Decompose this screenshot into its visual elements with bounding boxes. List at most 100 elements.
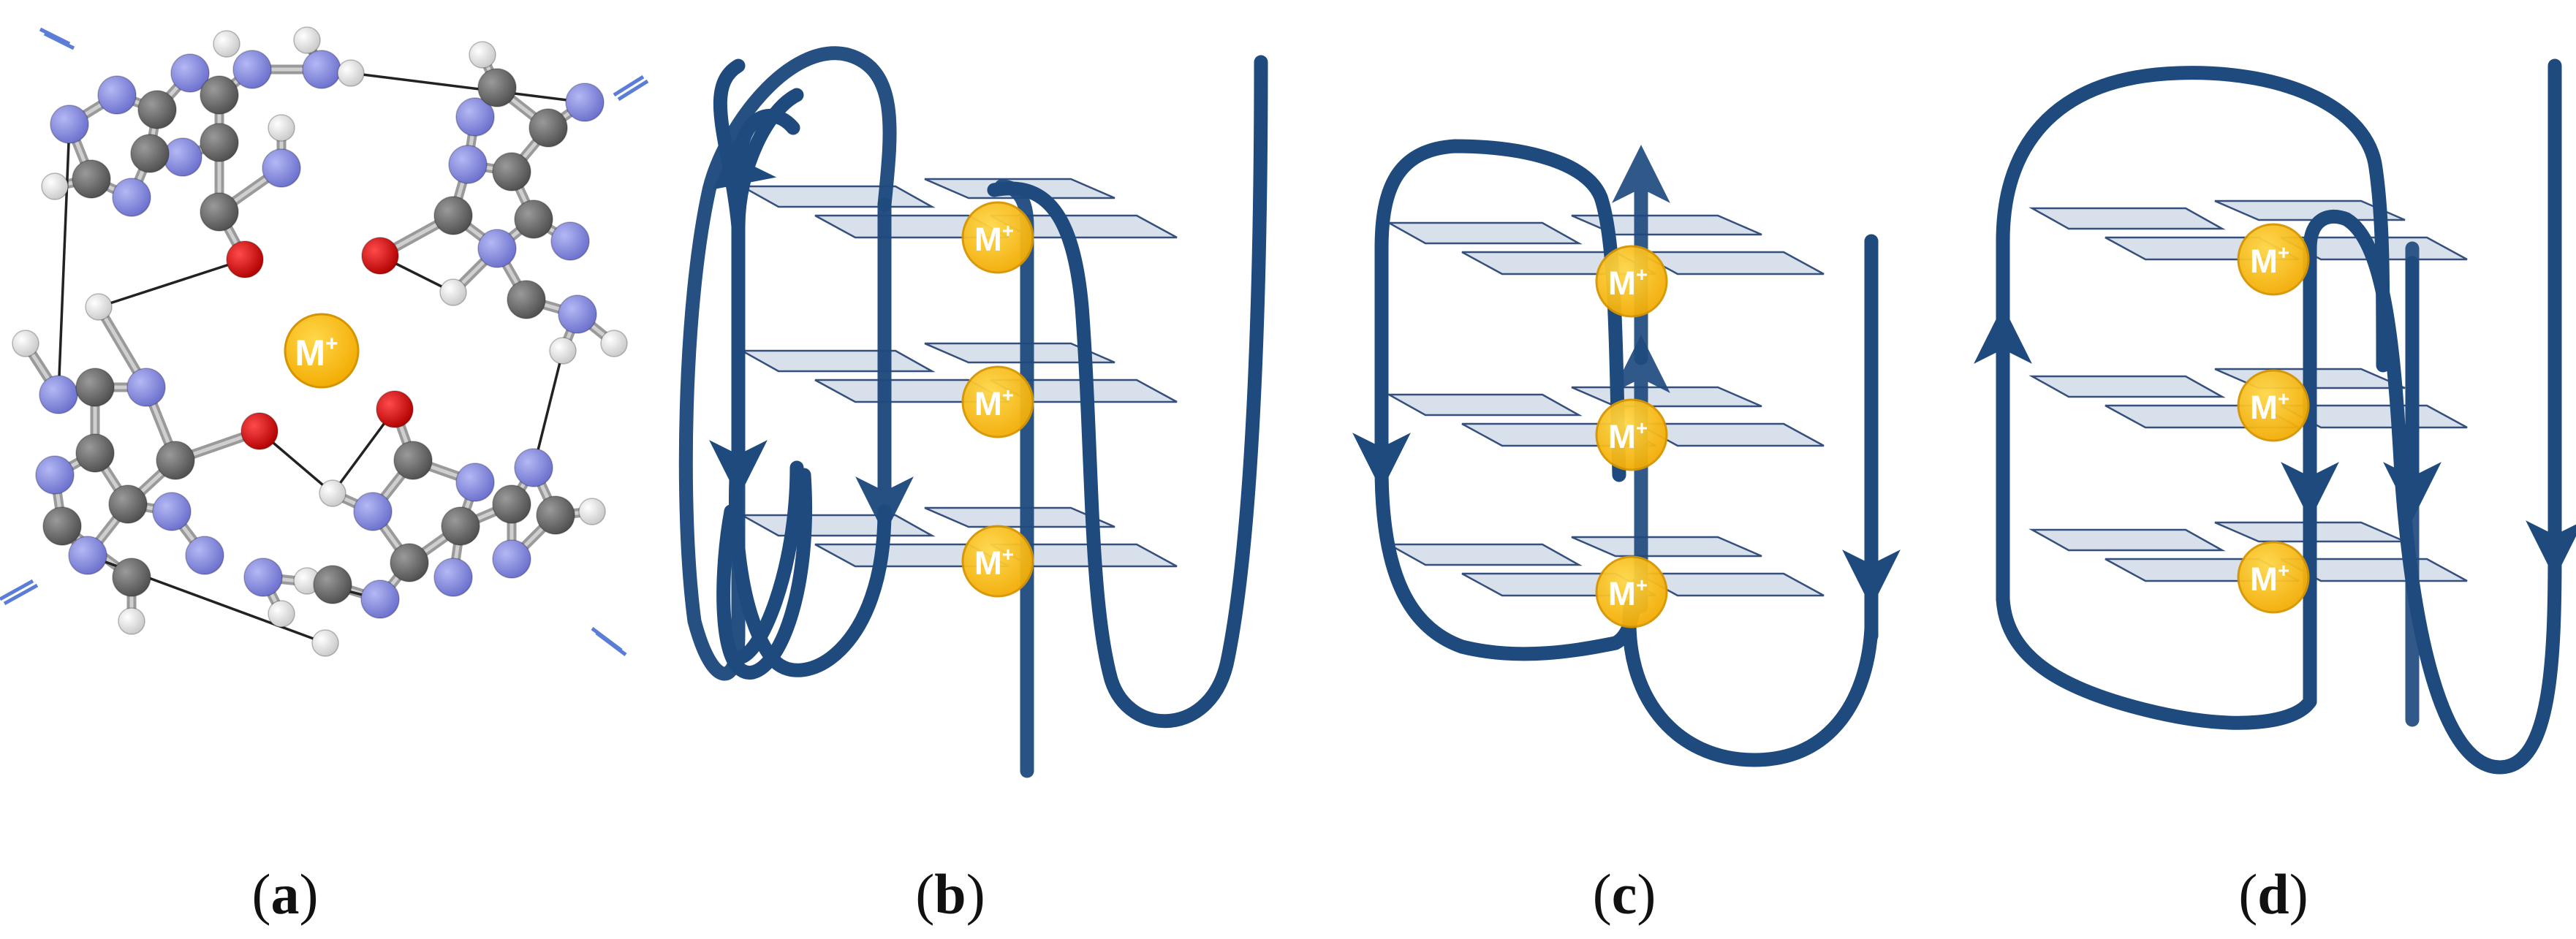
ion: M+: [2237, 223, 2310, 296]
ions: M+ M+ M+: [1595, 245, 1668, 628]
nitrogen-atom: [455, 463, 495, 502]
ion-label-sup: +: [325, 332, 338, 356]
strand: [1974, 58, 2576, 775]
ions: M+M+M+: [961, 201, 1034, 598]
strand: [686, 53, 1261, 771]
carbon-atom: [75, 433, 115, 473]
ion: M+: [2237, 369, 2310, 442]
carbon-atom: [137, 90, 177, 129]
nitrogen-atom: [353, 492, 393, 531]
nitrogen-atom: [262, 148, 301, 188]
carbon-atom: [529, 108, 568, 148]
carbon-atom: [393, 441, 433, 480]
tetrad-plane: [2028, 528, 2226, 552]
nitrogen-atom: [477, 229, 517, 268]
panel-c-quadruplex: M+ M+ M+: [1352, 139, 1901, 767]
hydrogen-atom: [41, 172, 69, 200]
nitrogen-atom: [50, 104, 89, 144]
backbone-stubs: [0, 27, 649, 656]
carbon-atom: [75, 368, 115, 407]
nitrogen-atom: [126, 368, 166, 407]
hydrogen-atom: [268, 114, 295, 142]
svg-text:M+: M+: [2250, 387, 2289, 426]
oxygen-atom: [361, 237, 399, 275]
svg-text:M+: M+: [974, 384, 1014, 422]
nitrogen-atom: [163, 137, 202, 177]
caption-d: (d): [2238, 862, 2308, 926]
oxygen-atom: [226, 240, 264, 278]
strand-1: [678, 46, 897, 681]
nitrogen-atom: [448, 145, 488, 184]
tetrad-plane: [1385, 221, 1583, 245]
nitrogen-atom: [455, 97, 495, 137]
tetrad-plane: [2028, 207, 2226, 230]
captions: (a) (b) (c) (d): [252, 862, 2308, 926]
carbon-atom: [313, 565, 352, 604]
hydrogen-atom: [85, 293, 113, 321]
carbon-atom: [200, 192, 239, 232]
tetrad-plane: [2028, 375, 2226, 398]
tetrad-plane: [2214, 199, 2406, 221]
nitrogen-atom: [35, 455, 75, 495]
hydrogen-atom: [213, 30, 240, 58]
carbon-atom: [390, 543, 429, 582]
caption-c: (c): [1593, 862, 1656, 926]
carbon-atom: [507, 280, 546, 319]
nitrogen-atom: [433, 558, 473, 597]
ion: M+: [961, 525, 1034, 598]
svg-text:M+: M+: [1608, 417, 1648, 455]
nitrogen-atom: [302, 50, 341, 89]
panel-d-quadruplex: M+ M+ M+: [1974, 58, 2576, 775]
carbon-atom: [536, 495, 575, 535]
strand-top-loop: [1996, 66, 2390, 373]
strand-left-loop: [1374, 139, 1626, 482]
hydrogen-atom: [118, 607, 145, 635]
carbon-atom: [441, 506, 480, 546]
tetrad-plane: [1571, 536, 1762, 558]
caption-a: (a): [252, 862, 319, 926]
caption-b: (b): [915, 862, 985, 926]
atoms: [12, 26, 628, 657]
hydrogen-atom: [268, 600, 295, 628]
ion: M+: [961, 365, 1034, 438]
carbon-atom: [108, 484, 148, 524]
hydrogen-atom: [319, 479, 346, 507]
nitrogen-atom: [185, 536, 224, 575]
nitrogen-atom: [232, 50, 272, 89]
ion: M+: [1595, 555, 1668, 628]
strand-4: [994, 179, 1034, 778]
strand-bottom-right: [2394, 468, 2562, 775]
tetrad-plane: [738, 349, 936, 373]
ion: M+: [1595, 398, 1668, 471]
carbon-atom: [492, 484, 531, 524]
hydrogen-atom: [549, 337, 577, 365]
carbon-atom: [433, 196, 473, 235]
svg-text:M+: M+: [974, 543, 1014, 582]
oxygen-atom: [240, 412, 279, 450]
nitrogen-atom: [170, 53, 210, 93]
carbon-atom: [514, 199, 553, 239]
nitrogen-atom: [514, 448, 553, 487]
strand-bottom-loop: [1996, 592, 2317, 730]
tetrad-plane: [1571, 386, 1762, 408]
carbon-atom: [492, 152, 531, 191]
nitrogen-atom: [39, 375, 78, 414]
carbon-atom: [477, 68, 517, 107]
nitrogen-atom: [558, 294, 597, 334]
nitrogen-atom: [360, 579, 400, 619]
nitrogen-atom: [550, 221, 590, 261]
tetrad-plane: [1385, 393, 1583, 417]
tetrad-plane: [1385, 543, 1583, 566]
strand-center-hook: [2303, 209, 2409, 709]
strand: [1352, 139, 1901, 767]
svg-text:M+: M+: [2250, 241, 2289, 280]
hydrogen-atom: [578, 498, 606, 525]
svg-text:M+: M+: [1608, 263, 1648, 302]
carbon-atom: [200, 75, 239, 115]
panel-b-quadruplex: M+M+M+: [686, 53, 1261, 771]
hydrogen-atom: [311, 629, 339, 657]
svg-text:M+: M+: [295, 332, 338, 373]
hydrogen-atom: [12, 330, 39, 357]
nitrogen-atom: [565, 83, 605, 122]
ion: M+: [2237, 541, 2310, 614]
